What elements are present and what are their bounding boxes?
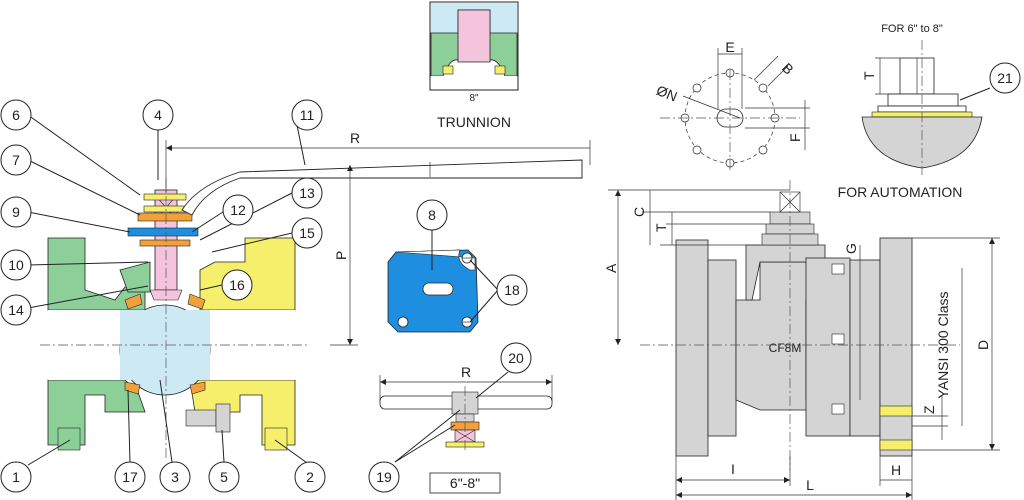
- dim-l: L: [806, 477, 814, 493]
- dim-r-p: R P: [165, 130, 591, 346]
- callout-circle-20: [500, 342, 532, 374]
- dim-e: E: [725, 39, 734, 55]
- callout-13: 13: [299, 185, 315, 201]
- callout-20: 20: [508, 350, 524, 366]
- callout-19: 19: [376, 469, 392, 485]
- callout-12: 12: [230, 202, 246, 218]
- callout-21: 21: [997, 70, 1013, 86]
- valve-section-view: [40, 178, 310, 460]
- dim-g: G: [843, 243, 859, 254]
- body-material: CF8M: [769, 341, 802, 355]
- callout-18: 18: [504, 282, 520, 298]
- size-box-label: 6"-8": [450, 475, 480, 491]
- callout-2: 2: [306, 469, 314, 485]
- dim-z: Z: [921, 405, 937, 414]
- callout-7: 7: [12, 152, 20, 168]
- callout-4: 4: [154, 107, 162, 123]
- callout-circle-12: [222, 194, 254, 226]
- small-handle-view: R 6"-8": [379, 364, 553, 494]
- dim-d: D: [975, 340, 991, 350]
- dim-n: ØN: [654, 82, 679, 105]
- callout-circle-15: [291, 217, 323, 249]
- callout-circle-19: [368, 461, 400, 493]
- callout-6: 6: [12, 107, 20, 123]
- dim-b: B: [779, 60, 797, 78]
- callout-circle-5: [208, 461, 240, 493]
- dim-t-mid: T: [653, 223, 669, 232]
- callout-1: 1: [12, 469, 20, 485]
- callout-11: 11: [300, 107, 315, 123]
- callout-circle-21: [989, 62, 1021, 94]
- callout-5: 5: [220, 469, 228, 485]
- handle-lever: [181, 159, 583, 216]
- callout-circle-18: [496, 274, 528, 306]
- dim-c: C: [631, 207, 647, 217]
- dim-r-small: R: [461, 364, 471, 380]
- callout-15: 15: [299, 225, 315, 241]
- dim-a: A: [603, 263, 619, 273]
- callout-circle-3: [159, 461, 191, 493]
- callout-bubbles: 6 7 9 10 14 4 11 12 13 15 16 1 17 3 5 2: [0, 62, 1021, 493]
- for-automation-label: FOR AUTOMATION: [838, 184, 963, 200]
- stop-plate-part8: [387, 249, 479, 333]
- callout-circle-13: [291, 177, 323, 209]
- callout-circle-7: [0, 144, 32, 176]
- callout-circle-6: [0, 99, 32, 131]
- dim-i: I: [731, 461, 735, 477]
- callout-10: 10: [8, 257, 24, 273]
- dim-h: H: [891, 462, 901, 478]
- class-label: YANSI 300 Class: [935, 291, 951, 398]
- callout-circle-4: [142, 99, 174, 131]
- callout-circle-11: [291, 99, 323, 131]
- dim-t-top: T: [861, 71, 877, 80]
- callout-circle-14: [0, 294, 32, 326]
- callout-14: 14: [8, 302, 24, 318]
- callout-17: 17: [122, 469, 138, 485]
- callout-9: 9: [12, 204, 20, 220]
- callout-circle-17: [114, 461, 146, 493]
- callout-8: 8: [428, 207, 436, 223]
- trunnion-size: 8": [469, 93, 479, 104]
- callout-circle-8: [416, 199, 448, 231]
- leader-lines: [27, 87, 991, 466]
- callout-circle-1: [0, 461, 32, 493]
- callout-circle-9: [0, 196, 32, 228]
- callout-16: 16: [229, 277, 245, 293]
- callout-circle-10: [0, 249, 32, 281]
- callout-circle-16: [221, 269, 253, 301]
- mounting-flange-view: E B ØN F: [654, 39, 810, 170]
- trunnion-detail: 8" TRUNNION: [429, 1, 519, 130]
- dim-p: P: [333, 251, 349, 260]
- dim-f: F: [787, 133, 803, 142]
- callout-3: 3: [171, 469, 179, 485]
- callout-circle-2: [294, 461, 326, 493]
- for-6-8-label: FOR 6" to 8": [881, 23, 943, 35]
- for-6-8-detail: FOR 6" to 8" T: [861, 23, 983, 175]
- side-elevation-view: CF8M A C T G YANSI 300 Class D: [603, 180, 1000, 500]
- trunnion-label: TRUNNION: [437, 114, 511, 130]
- dim-r-top: R: [350, 130, 360, 146]
